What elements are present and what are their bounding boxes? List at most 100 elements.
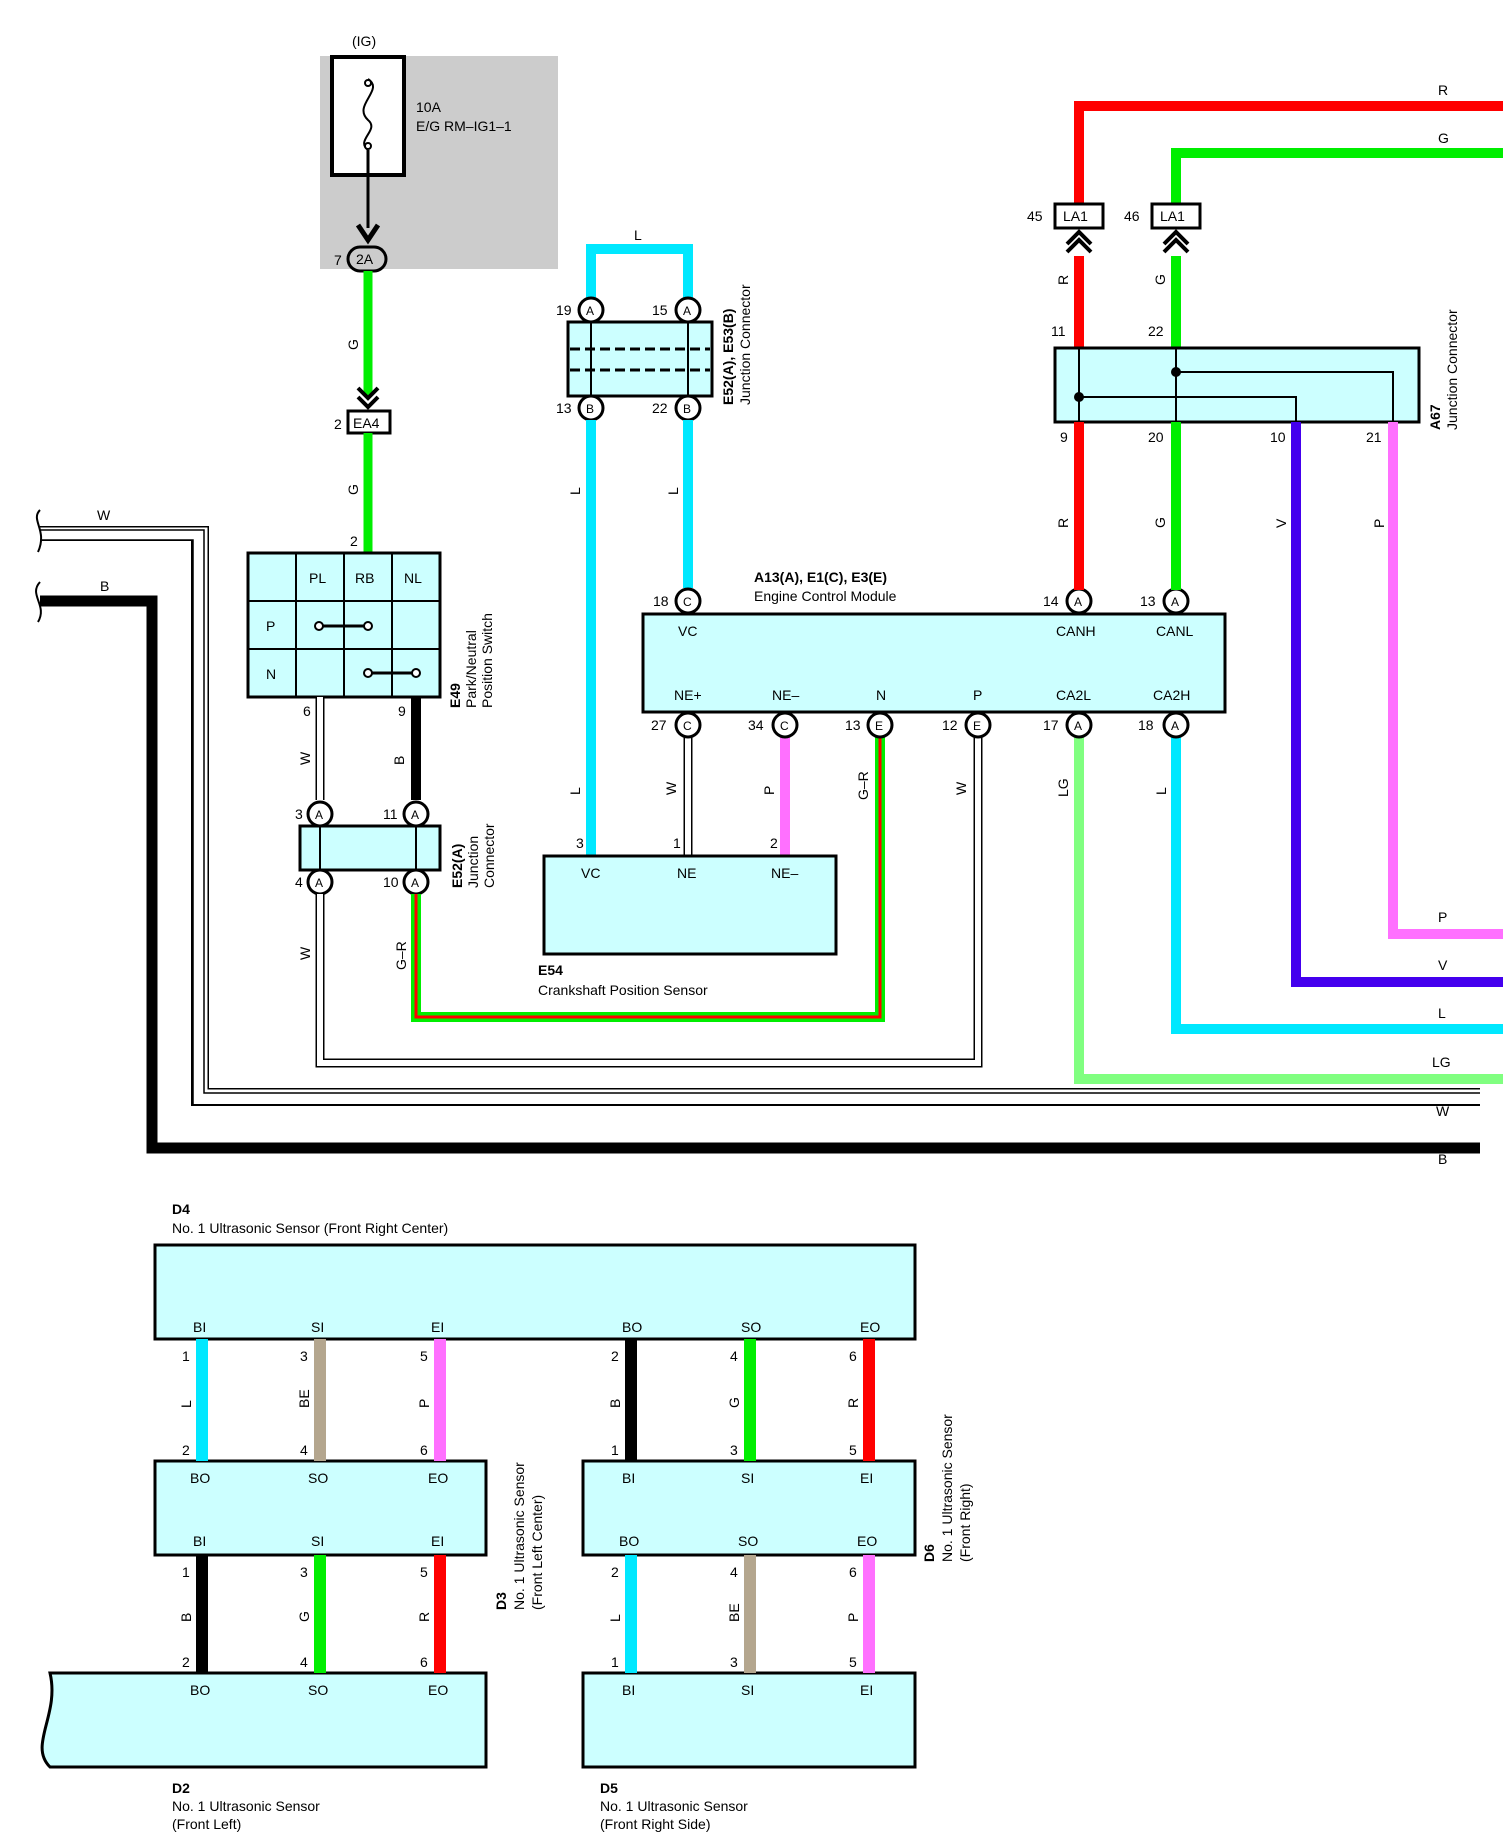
e54-pin-label: NE– — [771, 865, 798, 881]
d6-pin-label: EI — [860, 1470, 873, 1486]
ea4-code: EA4 — [353, 415, 380, 431]
ecm-pin-letter: A — [1074, 719, 1082, 733]
ecm-pin-letter: C — [683, 719, 692, 733]
ecm-pin-letter: A — [1171, 595, 1179, 609]
la1-left-code: LA1 — [1063, 208, 1088, 224]
wire-b-long — [40, 595, 1480, 1154]
ecm-pin-circle — [674, 711, 702, 739]
e52-upper-name: Junction Connector — [737, 284, 753, 405]
sensor-pin-num: 1 — [182, 1348, 190, 1364]
sensor-pin-num: 1 — [611, 1654, 619, 1670]
d2-pin-label: BO — [190, 1682, 210, 1698]
d6-pin-label: SO — [738, 1533, 758, 1549]
ecm-pin-label: CANL — [1156, 623, 1194, 639]
e49-row-n: N — [266, 666, 276, 682]
wire-r-can-top — [1074, 101, 1503, 205]
wire-label: BE — [296, 1389, 312, 1408]
e52-upper-box — [566, 320, 714, 398]
e52-pin-num: 3 — [295, 806, 303, 822]
d2-pin-label: EO — [428, 1682, 448, 1698]
ecm-pin-num: 18 — [653, 593, 669, 609]
edge-label-b: B — [1438, 1151, 1447, 1167]
wire-label-g: G — [345, 339, 361, 350]
wire-w-long-fill — [40, 530, 1480, 1104]
ecm-pin-label: NE+ — [674, 687, 702, 703]
e49-name-1: Park/Neutral — [463, 630, 479, 708]
wire-label-r: R — [1055, 275, 1071, 285]
d4-id: D4 — [172, 1201, 190, 1217]
ecm-id: A13(A), E1(C), E3(E) — [754, 569, 887, 585]
d4-pin-label: BO — [622, 1319, 642, 1335]
a67-junction-dot — [1171, 367, 1181, 377]
sensor-pin-num: 3 — [300, 1348, 308, 1364]
sensor-pin-num: 2 — [182, 1442, 190, 1458]
ecm-pin-circle — [1162, 711, 1190, 739]
wire-label: G — [296, 1611, 312, 1622]
sensor-pin-num: 1 — [611, 1442, 619, 1458]
e52-upper-pin-num: 22 — [652, 400, 668, 416]
edge-label-g: G — [1438, 130, 1449, 146]
ecm-pin-circle — [1065, 711, 1093, 739]
d4-pin-label: SI — [311, 1319, 324, 1335]
fuse-pin-number: 7 — [334, 252, 342, 268]
e49-pin-6: 6 — [303, 703, 311, 719]
ecm-pin-label: CA2H — [1153, 687, 1190, 703]
d2-box — [40, 1671, 488, 1769]
ecm-pin-num: 13 — [1140, 593, 1156, 609]
wire-label: B — [178, 1613, 194, 1622]
a67-pin-num: 10 — [1270, 429, 1286, 445]
d6-pin-label: BO — [619, 1533, 639, 1549]
ecm-pin-letter: C — [683, 595, 692, 609]
e52-pin-circle — [402, 800, 430, 828]
wire-label-gr: G–R — [393, 941, 409, 970]
sensor-pin-num: 5 — [849, 1654, 857, 1670]
d2-pin-label: SO — [308, 1682, 328, 1698]
wire-label-g: G — [345, 484, 361, 495]
d3-pin-label: BI — [193, 1533, 206, 1549]
e49-contact-dot — [363, 621, 373, 631]
a67-id: A67 — [1427, 404, 1443, 430]
e52-upper-letter: B — [683, 402, 691, 416]
sensor-pin-num: 2 — [611, 1348, 619, 1364]
e52-pin-circle — [306, 800, 334, 828]
e52-upper-pin — [577, 296, 605, 324]
e54-id: E54 — [538, 962, 563, 978]
la1-left-connector — [1053, 202, 1105, 230]
wire-label-p: P — [1371, 519, 1387, 528]
d4-pin-label: SO — [741, 1319, 761, 1335]
e49-header-rb: RB — [355, 570, 374, 586]
e52-upper-pin-num: 13 — [556, 400, 572, 416]
sensor-pin-num: 4 — [300, 1654, 308, 1670]
d3-pin-label: EO — [428, 1470, 448, 1486]
d6-box — [581, 1459, 917, 1557]
wire-label: R — [416, 1612, 432, 1622]
ecm-pin-label: NE– — [772, 687, 799, 703]
break-symbol-w-left — [35, 509, 43, 553]
d5-box — [581, 1671, 917, 1769]
chevron-up-icon — [1065, 229, 1093, 254]
d4-box — [153, 1243, 917, 1341]
e52-pin-num: 10 — [383, 874, 399, 890]
ecm-pin-num: 34 — [748, 717, 764, 733]
wire-label: B — [607, 1399, 623, 1408]
e49-header-nl: NL — [404, 570, 422, 586]
e52-upper-letter: A — [683, 304, 691, 318]
fuse-element — [362, 78, 374, 151]
wire-label-l: L — [665, 487, 681, 495]
d4-name: No. 1 Ultrasonic Sensor (Front Right Cen… — [172, 1220, 448, 1236]
ecm-pin-num: 14 — [1043, 593, 1059, 609]
ecm-pin-circle — [866, 711, 894, 739]
d2-name-1: No. 1 Ultrasonic Sensor — [172, 1798, 320, 1814]
chevron-down-icon — [356, 386, 380, 410]
e52-upper-id: E52(A), E53(B) — [720, 309, 736, 405]
ecm-pin-letter: E — [875, 719, 883, 733]
wire-label-b-left: B — [100, 578, 109, 594]
e49-name-2: Position Switch — [479, 613, 495, 708]
d3-pin-label: EI — [431, 1533, 444, 1549]
a67-bus — [1176, 371, 1394, 422]
sensor-pin-num: 1 — [182, 1564, 190, 1580]
d5-pin-label: EI — [860, 1682, 873, 1698]
d6-name-1: No. 1 Ultrasonic Sensor — [939, 1414, 955, 1562]
e49-header-pl: PL — [309, 570, 326, 586]
wire-v — [1291, 422, 1503, 987]
